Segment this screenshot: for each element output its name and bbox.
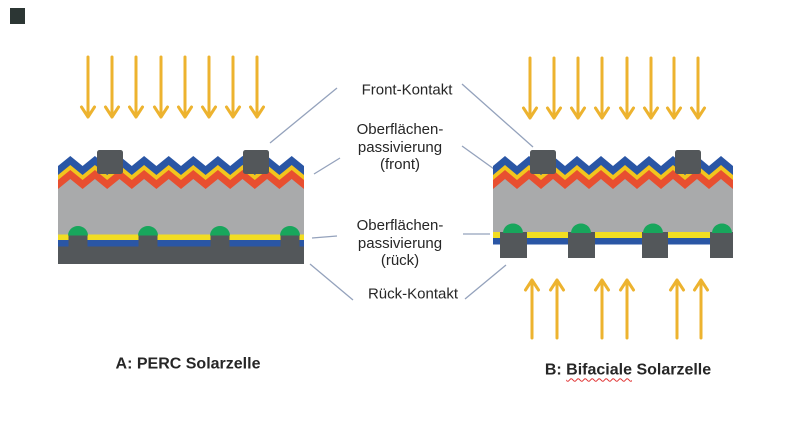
cell-b-suffix: Solarzelle (631, 361, 712, 379)
sunlight-front-left (80, 55, 265, 119)
rear-passivation-line2: passivierung (357, 234, 443, 252)
sunlight-rear-right (524, 278, 709, 340)
sunlight-arrow-down (153, 55, 169, 119)
rear-local-contact (280, 234, 300, 248)
cell-b-prefix: B: (544, 361, 567, 379)
silicon-body (493, 178, 733, 232)
rear-contact-label: Rück-Kontakt (367, 285, 459, 303)
sunlight-arrow-down (619, 56, 635, 120)
sunlight-arrow-down (690, 56, 706, 120)
front-contact (675, 150, 701, 174)
rear-dome (571, 223, 591, 233)
rear-passivation-blue-line (58, 240, 304, 247)
rear-dome (138, 226, 158, 236)
sunlight-arrow-down (104, 55, 120, 119)
silicon-body (58, 178, 304, 235)
sunlight-arrow-down (666, 56, 682, 120)
rear-dome (503, 223, 523, 233)
front-contact (97, 150, 123, 174)
rear-dome (210, 226, 230, 236)
sunlight-arrow-up (549, 278, 565, 340)
rear-contact-finger (568, 232, 595, 258)
rear-passivation-line3: (rück) (380, 251, 420, 269)
front-passivation-line2: passivierung (357, 138, 443, 156)
sunlight-arrow-down (570, 56, 586, 120)
sunlight-arrow-up (619, 278, 635, 340)
cell-b-highlighted-word: Bifaciale (566, 361, 632, 379)
rear-passivation-yellow-line (493, 232, 733, 238)
cell-a-caption: A: PERC Solarzelle (115, 355, 261, 373)
perc-cell (58, 150, 304, 264)
sunlight-arrow-down (128, 55, 144, 119)
rear-local-contact (68, 234, 88, 248)
connector-lines (269, 83, 534, 301)
corner-mark (10, 8, 25, 24)
connector-line (464, 264, 507, 300)
sunlight-arrow-down (546, 56, 562, 120)
rear-dome (68, 226, 88, 236)
sunlight-arrow-up (524, 278, 540, 340)
rear-contact-finger (642, 232, 668, 258)
sunlight-front-right (522, 56, 706, 120)
front-passivation-line3: (front) (379, 155, 420, 173)
sunlight-arrow-down (201, 55, 217, 119)
rear-contact-finger (710, 232, 733, 258)
front-passivation-line1: Oberflächen- (356, 120, 444, 138)
rear-dome (280, 226, 300, 236)
sunlight-arrow-down (522, 56, 538, 120)
rear-contact-slab (58, 246, 304, 264)
sunlight-arrow-down (80, 55, 96, 119)
rear-passivation-yellow-line (58, 234, 304, 240)
connector-line (309, 263, 354, 301)
front-contact (243, 150, 269, 174)
sunlight-arrow-up (594, 278, 610, 340)
sunlight-arrow-down (225, 55, 241, 119)
rear-local-contact (210, 234, 230, 248)
sunlight-arrow-up (693, 278, 709, 340)
sunlight-arrow-down (643, 56, 659, 120)
sunlight-arrow-up (669, 278, 685, 340)
rear-local-contact (138, 234, 158, 248)
rear-dome (643, 223, 663, 233)
rear-passivation-blue-line (493, 238, 733, 245)
connector-line (461, 83, 534, 148)
front-contact (530, 150, 556, 174)
sunlight-arrow-down (249, 55, 265, 119)
rear-passivation-line1: Oberflächen- (356, 216, 444, 234)
connector-line (313, 157, 341, 175)
connector-line (311, 235, 338, 239)
rear-contact-finger (500, 232, 527, 258)
sunlight-arrow-down (594, 56, 610, 120)
cell-b-caption: B: Bifaciale Solarzelle (545, 361, 711, 379)
rear-dome (712, 223, 732, 233)
connector-line (269, 87, 338, 144)
front-passivation-label: Oberflächen- passivierung (front) (357, 121, 444, 174)
rear-passivation-label: Oberflächen- passivierung (rück) (357, 217, 444, 270)
bifacial-cell (493, 150, 733, 258)
sunlight-arrow-down (177, 55, 193, 119)
front-contact-label: Front-Kontakt (361, 81, 453, 99)
connector-line (461, 145, 495, 170)
